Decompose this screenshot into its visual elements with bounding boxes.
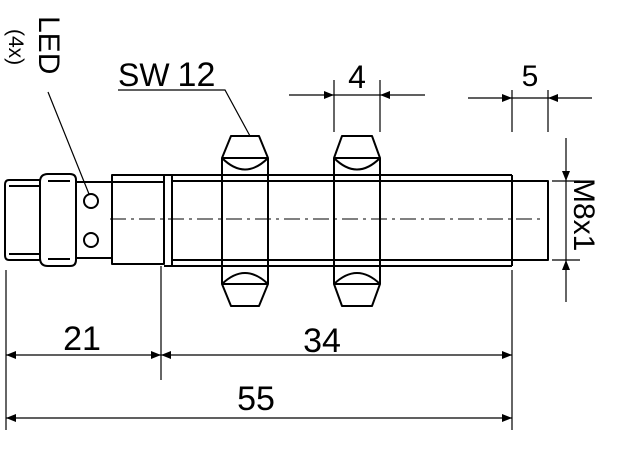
connector-length-label: 21 xyxy=(63,320,101,358)
thread-length-label: 34 xyxy=(303,322,341,360)
face-length-label: 5 xyxy=(522,60,539,93)
sensor-body xyxy=(111,174,173,267)
led-label: LED xyxy=(32,16,65,74)
thread-size-label: M8x1 xyxy=(567,178,600,251)
sensing-face xyxy=(512,180,549,261)
total-length-label: 55 xyxy=(237,380,275,418)
wrench-leader-line xyxy=(118,89,251,137)
led-count-label: (4x) xyxy=(4,29,27,65)
threaded-barrel xyxy=(172,174,513,267)
led-indicator-top xyxy=(83,193,99,209)
connector-tip xyxy=(4,179,41,261)
hex-nut-left xyxy=(221,135,269,307)
led-indicator-bottom xyxy=(83,232,99,248)
nut-width-label: 4 xyxy=(348,59,366,95)
connector-housing xyxy=(39,173,112,267)
led-leader-line xyxy=(47,91,90,195)
hex-nut-right xyxy=(333,135,381,307)
